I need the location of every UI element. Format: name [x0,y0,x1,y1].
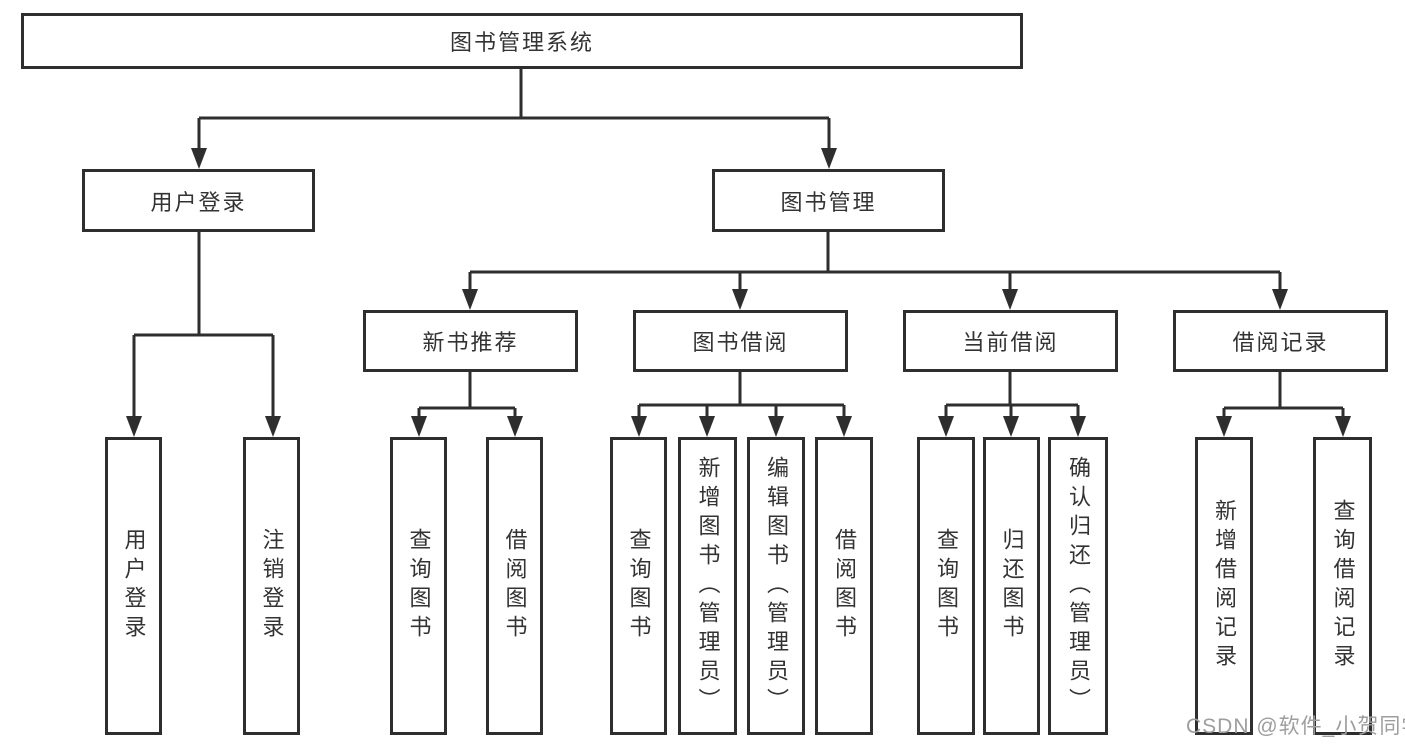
leaf-current-query-books-label: 查询图书 [934,528,959,644]
leaf-logout: 注销登录 [243,437,300,735]
connector-records-to-leaves [1216,372,1351,437]
leaf-newbook-query-books: 查询图书 [390,437,447,735]
connector-new-book-to-leaves [411,372,523,437]
leaf-records-add-record-label: 新增借阅记录 [1212,499,1237,673]
leaf-user-login: 用户登录 [105,437,162,735]
leaf-user-login-label: 用户登录 [121,528,147,644]
connector-borrow-to-leaves [631,372,852,437]
leaf-borrow-borrow-books: 借阅图书 [815,437,873,735]
leaf-newbook-borrow-books-label: 借阅图书 [502,528,528,644]
csdn-watermark: CSDN @软件_小贺同学 [1186,715,1405,738]
connector-current-to-leaves [938,372,1086,437]
leaf-current-return-books: 归还图书 [983,437,1040,735]
leaf-borrow-query-books: 查询图书 [610,437,667,735]
leaf-borrow-borrow-books-label: 借阅图书 [832,528,857,644]
leaf-current-confirm-return-admin-label: 确认归还（管理员） [1066,455,1091,717]
node-book-management: 图书管理 [712,169,945,232]
leaf-current-return-books-label: 归还图书 [999,528,1025,644]
leaf-records-query-record-label: 查询借阅记录 [1330,499,1356,673]
node-book-borrow: 图书借阅 [633,310,848,372]
connector-root-to-level2 [191,69,837,169]
leaf-borrow-add-books-admin-label: 新增图书（管理员） [695,455,721,717]
leaf-borrow-edit-books-admin-label: 编辑图书（管理员） [764,455,789,717]
leaf-current-query-books: 查询图书 [917,437,975,735]
leaf-current-confirm-return-admin: 确认归还（管理员） [1048,437,1108,735]
leaf-borrow-edit-books-admin: 编辑图书（管理员） [747,437,805,735]
connector-book-mgmt-to-level3 [462,232,1288,310]
leaf-borrow-query-books-label: 查询图书 [626,528,652,644]
connector-user-login-to-leaves [126,232,281,437]
leaf-logout-label: 注销登录 [259,528,285,644]
leaf-newbook-borrow-books: 借阅图书 [486,437,543,735]
node-user-login: 用户登录 [82,169,315,232]
node-borrow-records: 借阅记录 [1173,310,1388,372]
leaf-records-query-record: 查询借阅记录 [1313,437,1372,735]
node-new-book-recommend: 新书推荐 [363,310,578,372]
leaf-newbook-query-books-label: 查询图书 [406,528,432,644]
leaf-records-add-record: 新增借阅记录 [1195,437,1253,735]
leaf-borrow-add-books-admin: 新增图书（管理员） [678,437,737,735]
node-current-borrow: 当前借阅 [903,310,1118,372]
node-library-system: 图书管理系统 [21,13,1023,69]
